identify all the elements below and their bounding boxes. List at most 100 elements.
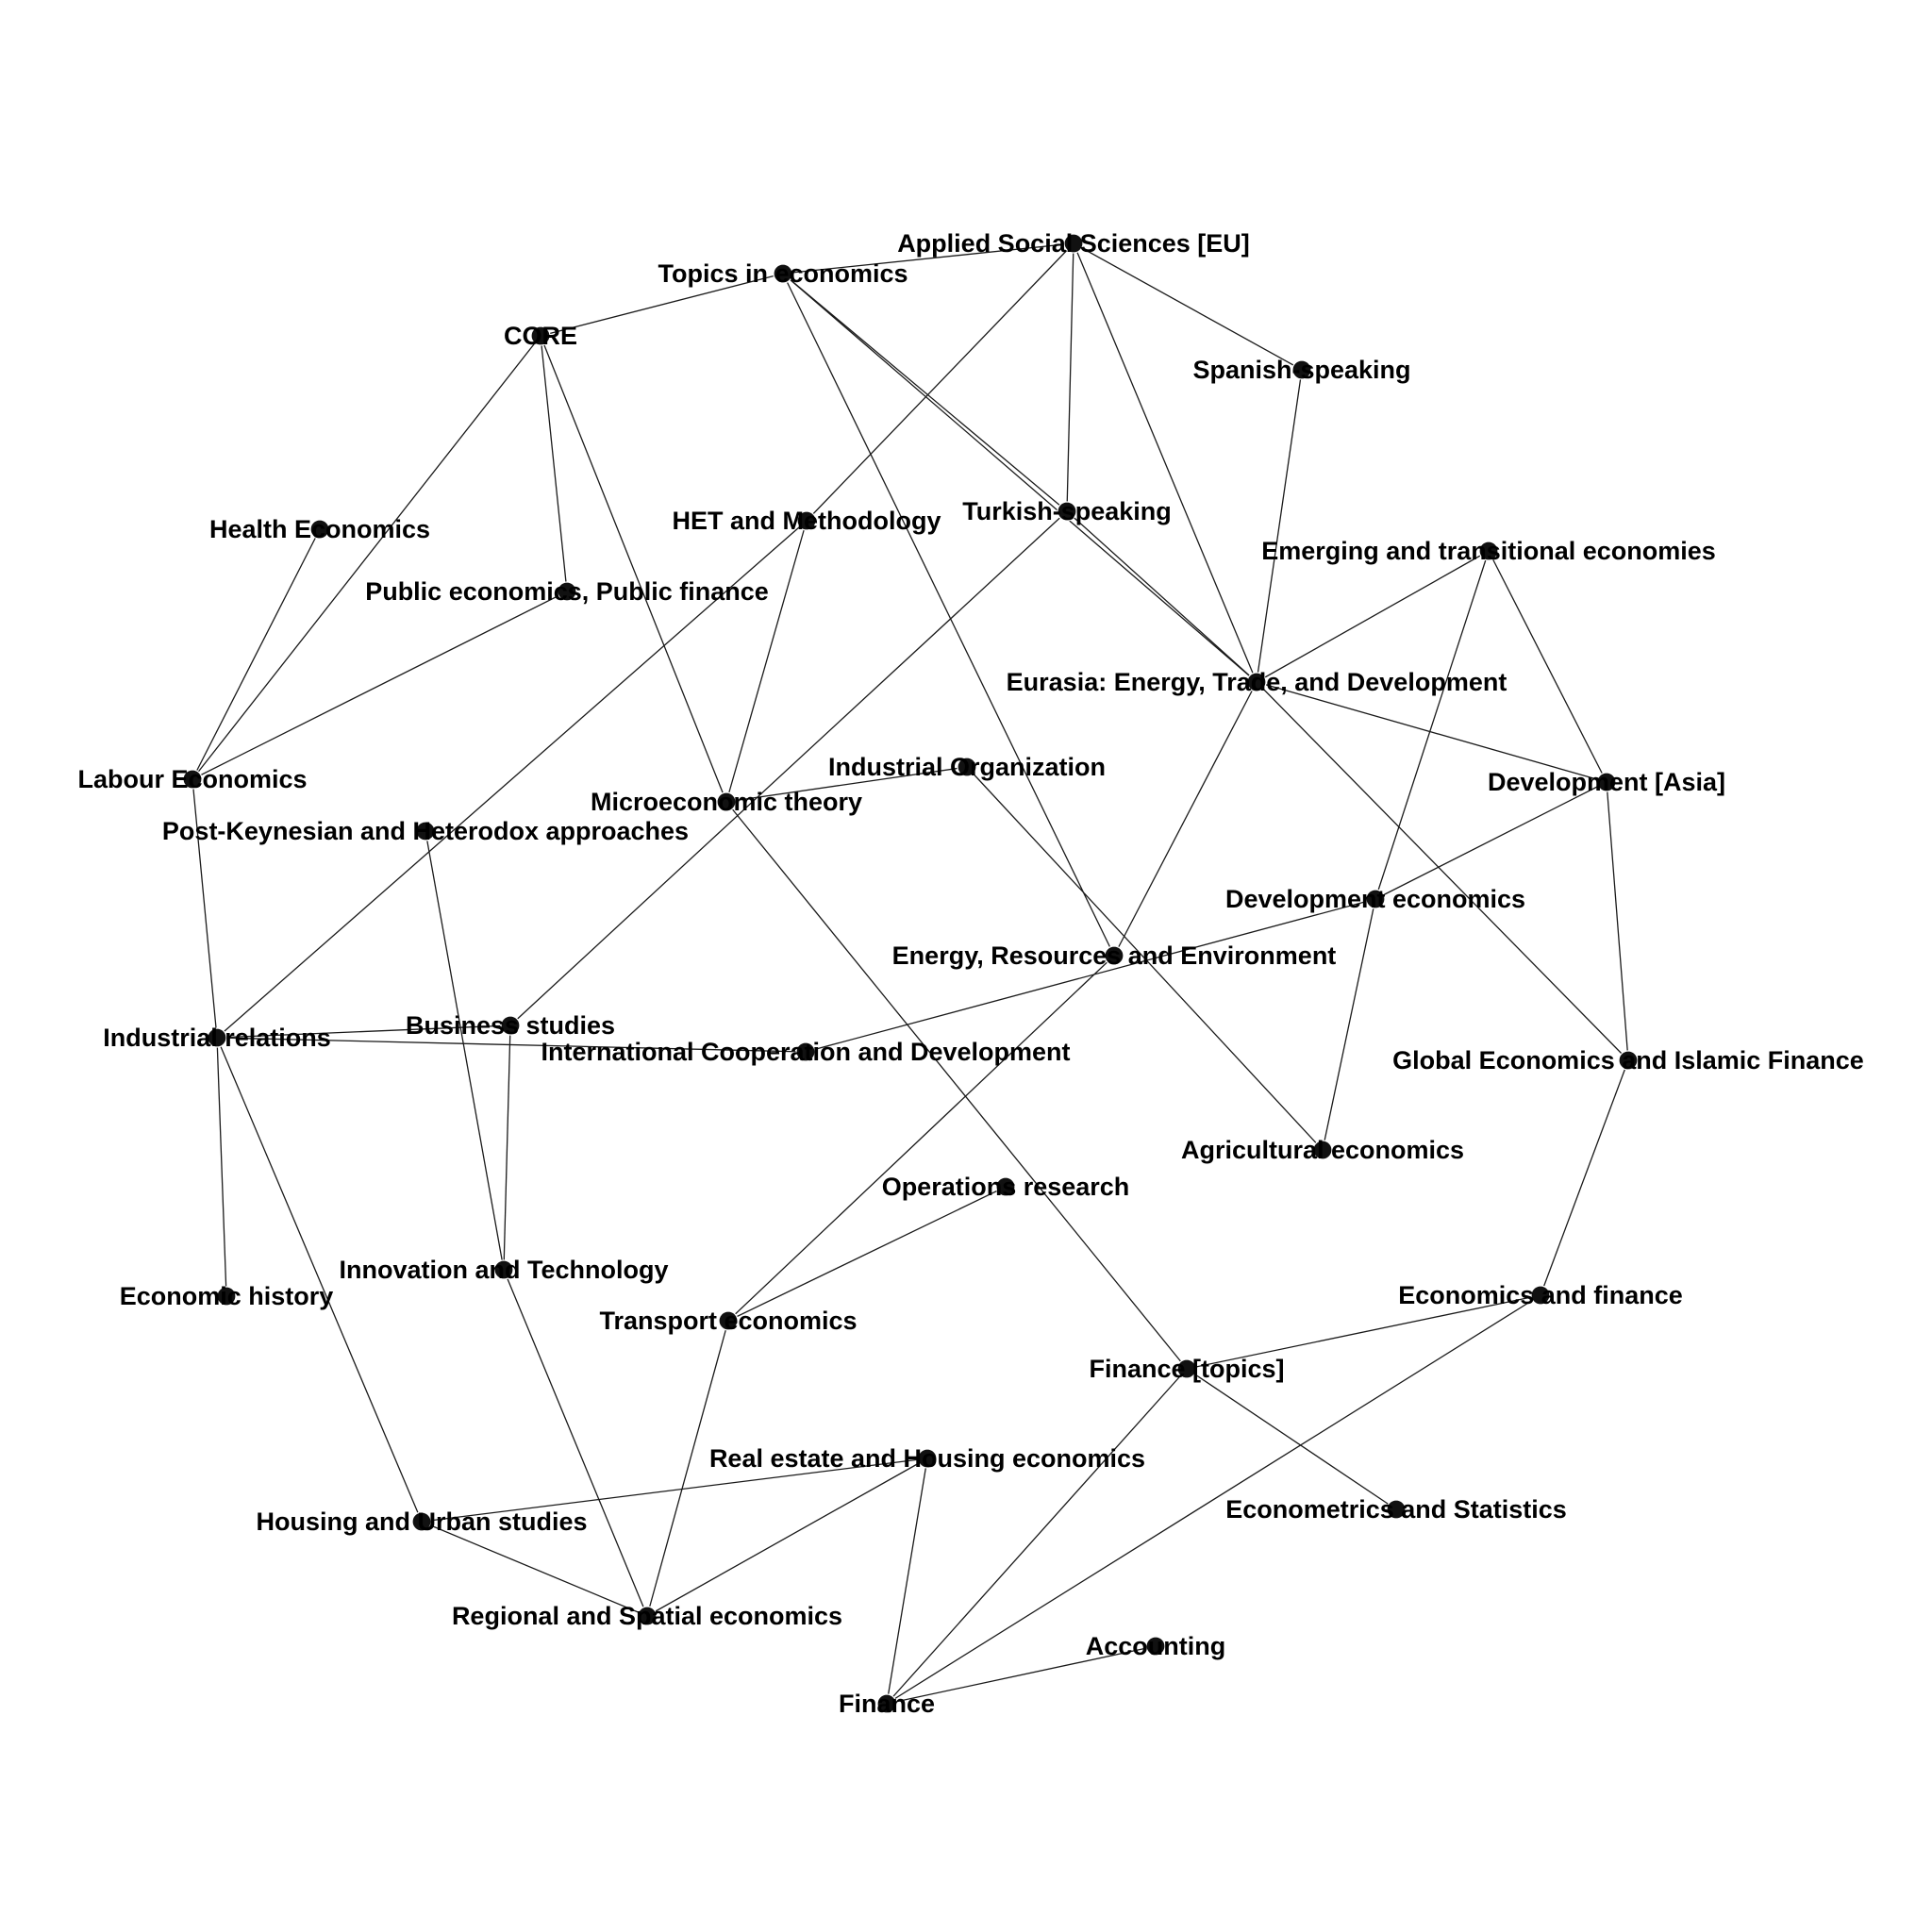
edge-fintopics-econometrics: [1186, 1368, 1397, 1510]
node-micro[interactable]: [716, 791, 737, 812]
node-transport[interactable]: [718, 1310, 739, 1331]
node-label-turkish: Turkish-speaking: [962, 497, 1172, 525]
node-innov[interactable]: [493, 1259, 514, 1280]
node-label-housing: Housing and Urban studies: [256, 1507, 587, 1536]
edge-econfin-finance: [886, 1294, 1541, 1705]
node-indorg[interactable]: [957, 757, 977, 777]
node-label-indorg: Industrial Organization: [828, 753, 1106, 781]
node-label-develop: Development economics: [1225, 885, 1525, 913]
edge-business-innov: [503, 1024, 511, 1271]
node-label-agri: Agricultural economics: [1181, 1136, 1464, 1164]
node-devasia[interactable]: [1596, 772, 1617, 792]
edge-global-econfin: [1540, 1059, 1629, 1296]
edge-applied-eurasia: [1073, 242, 1257, 683]
edge-realestate-regional: [646, 1457, 928, 1617]
edge-develop-intcoop: [805, 898, 1376, 1053]
node-label-econhist: Economic history: [120, 1282, 334, 1310]
node-label-emerging: Emerging and transitional economies: [1261, 537, 1716, 565]
node-spanish[interactable]: [1291, 359, 1312, 380]
node-label-econfin: Economics and finance: [1398, 1281, 1683, 1309]
node-label-micro: Microeconomic theory: [591, 788, 862, 816]
edge-indorg-agri: [966, 766, 1324, 1151]
edge-topics-energy: [782, 273, 1115, 957]
node-housing[interactable]: [411, 1511, 432, 1532]
edge-devasia-develop: [1374, 781, 1607, 900]
edge-public-labour: [192, 591, 568, 780]
node-fintopics[interactable]: [1176, 1358, 1197, 1379]
node-label-devasia: Development [Asia]: [1488, 768, 1725, 796]
edge-realestate-finance: [886, 1457, 928, 1705]
node-health[interactable]: [309, 519, 330, 540]
node-label-finance: Finance: [839, 1690, 935, 1718]
node-label-topics: Topics in economics: [658, 259, 908, 288]
edge-indorg-micro: [725, 766, 968, 803]
edge-core-public: [540, 335, 568, 592]
edge-innov-regional: [503, 1269, 648, 1617]
edge-topics-turkish: [782, 273, 1068, 512]
node-eurasia[interactable]: [1246, 672, 1267, 692]
node-label-opres: Operations research: [882, 1173, 1130, 1201]
node-turkish[interactable]: [1057, 501, 1077, 522]
node-applied[interactable]: [1063, 233, 1084, 254]
edge-turkish-business: [509, 510, 1068, 1026]
edge-emerging-devasia: [1488, 550, 1607, 783]
node-label-applied: Applied Social Sciences [EU]: [897, 229, 1250, 258]
node-indrel[interactable]: [207, 1027, 227, 1048]
node-intcoop[interactable]: [795, 1041, 816, 1062]
node-label-accounting: Accounting: [1086, 1632, 1226, 1660]
node-opres[interactable]: [995, 1176, 1016, 1197]
edge-topics-core: [540, 273, 784, 337]
node-label-eurasia: Eurasia: Energy, Trade, and Development: [1007, 668, 1507, 696]
node-label-fintopics: Finance [topics]: [1089, 1355, 1284, 1383]
node-labour[interactable]: [182, 769, 203, 790]
node-label-health: Health Economics: [209, 515, 430, 543]
node-agri[interactable]: [1312, 1140, 1333, 1160]
node-core[interactable]: [530, 325, 551, 346]
edge-econfin-fintopics: [1186, 1294, 1541, 1370]
edge-turkish-eurasia: [1066, 510, 1257, 683]
node-econometrics[interactable]: [1386, 1499, 1407, 1520]
edge-realestate-housing: [421, 1457, 928, 1523]
node-econfin[interactable]: [1530, 1285, 1551, 1306]
node-label-transport: Transport economics: [599, 1307, 857, 1335]
node-emerging[interactable]: [1478, 541, 1499, 561]
node-label-business: Business studies: [406, 1011, 615, 1040]
edge-core-labour: [192, 335, 541, 780]
edge-eurasia-global: [1256, 681, 1629, 1061]
edge-emerging-develop: [1374, 550, 1490, 900]
edge-het-micro: [725, 520, 808, 803]
node-econhist[interactable]: [216, 1286, 237, 1307]
edge-energy-transport: [727, 955, 1115, 1322]
edge-labour-indrel: [192, 778, 218, 1039]
edge-housing-regional: [421, 1521, 648, 1617]
graph-labels: Applied Social Sciences [EU]Topics in ec…: [77, 229, 1863, 1718]
node-regional[interactable]: [637, 1606, 658, 1626]
node-label-regional: Regional and Spatial economics: [452, 1602, 842, 1630]
edge-postk-innov: [425, 830, 505, 1271]
node-realestate[interactable]: [917, 1448, 938, 1469]
edge-develop-agri: [1322, 898, 1376, 1151]
node-het[interactable]: [796, 510, 817, 531]
edge-devasia-global: [1606, 781, 1629, 1061]
edge-indrel-housing: [216, 1037, 423, 1523]
edge-transport-regional: [646, 1320, 729, 1617]
node-public[interactable]: [557, 581, 577, 602]
edge-business-indrel: [216, 1024, 511, 1039]
node-label-global: Global Economics and Islamic Finance: [1392, 1046, 1864, 1074]
node-label-postk: Post-Keynesian and Heterodox approaches: [162, 817, 689, 845]
node-label-econometrics: Econometrics and Statistics: [1225, 1495, 1567, 1524]
node-label-indrel: Industrial relations: [103, 1024, 331, 1052]
node-accounting[interactable]: [1145, 1636, 1166, 1657]
node-label-core: CORE: [504, 322, 577, 350]
edge-indrel-econhist: [216, 1037, 227, 1297]
node-finance[interactable]: [876, 1693, 897, 1714]
edge-eurasia-devasia: [1256, 681, 1607, 783]
node-develop[interactable]: [1365, 889, 1386, 909]
node-label-spanish: Spanish-speaking: [1192, 356, 1410, 384]
node-global[interactable]: [1618, 1050, 1639, 1071]
node-topics[interactable]: [773, 263, 793, 284]
node-postk[interactable]: [415, 821, 436, 841]
node-energy[interactable]: [1104, 945, 1124, 966]
node-business[interactable]: [500, 1015, 521, 1036]
